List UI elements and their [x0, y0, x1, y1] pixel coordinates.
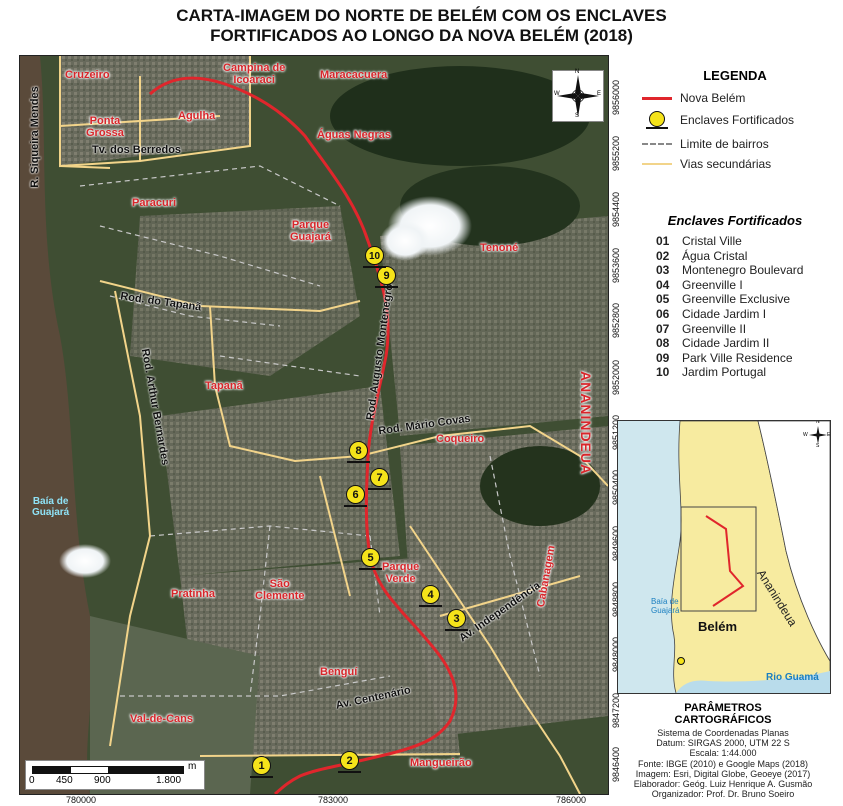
scale-tick-900: 900 [94, 775, 111, 786]
inset-label-rio-guama: Rio Guamá [766, 672, 819, 683]
label-bengui: Benguí [320, 666, 358, 678]
enclave-marker-4[interactable]: 4 [419, 585, 442, 607]
params-line: Escala: 1:44.000 [689, 748, 757, 759]
label-paracuri: Paracuri [132, 197, 177, 209]
y-tick: 9855200 [611, 136, 621, 172]
enclave-marker-3[interactable]: 3 [445, 609, 468, 631]
red-line-icon [640, 88, 674, 108]
inset-canvas [671, 421, 830, 693]
inset-map: Ananindeua Baía de Guajará Belém Rio Gua… [617, 420, 831, 694]
label-aguas-negras: Águas Negras [317, 129, 391, 141]
label-parque-guajara: Parque Guajará [290, 219, 331, 243]
map-title: CARTA-IMAGEM DO NORTE DE BELÉM COM OS EN… [0, 6, 843, 46]
enclave-marker-6[interactable]: 6 [344, 485, 367, 507]
legend-item-limite-bairros: Limite de bairros [640, 134, 769, 154]
legend-label: Enclaves Fortificados [680, 113, 795, 127]
legend-label: Vias secundárias [680, 157, 772, 171]
x-tick: 786000 [556, 795, 587, 805]
legend-item-vias: Vias secundárias [640, 154, 771, 174]
enclave-marker-9[interactable]: 9 [375, 266, 398, 288]
dashed-line-icon [640, 134, 674, 154]
legend-title: LEGENDA [703, 68, 767, 83]
label-cruzeiro: Cruzeiro [65, 69, 110, 81]
label-parque-verde: Parque Verde [382, 561, 420, 585]
label-val-de-cans: Val-de-Cans [130, 713, 193, 725]
yellow-line-icon [640, 154, 674, 174]
compass-n: N [575, 69, 580, 75]
enclave-marker-5[interactable]: 5 [359, 548, 382, 570]
params-block: Sistema de Coordenadas Planas Datum: SIR… [617, 728, 829, 799]
label-agulha: Agulha [178, 110, 216, 122]
y-tick: 9852800 [611, 303, 621, 339]
enclave-marker-10[interactable]: 10 [363, 246, 386, 268]
params-title: PARÂMETROS CARTOGRÁFICOS [674, 702, 772, 726]
x-tick: 780000 [66, 795, 97, 805]
enclaves-title: Enclaves Fortificados [667, 213, 803, 228]
map-title-line2: FORTIFICADOS AO LONGO DA NOVA BELÉM (201… [210, 26, 633, 45]
inset-label-baia: Baía de Guajará [651, 597, 680, 615]
legend-item-enclaves: Enclaves Fortificados [640, 110, 794, 130]
legend-label: Nova Belém [680, 91, 746, 105]
label-maracacuera: Maracacuera [320, 69, 388, 81]
params-line: Fonte: IBGE (2010) e Google Maps (2018) [637, 758, 809, 769]
label-coqueiro: Coqueiro [436, 433, 485, 445]
road-siqueira-mendes: R. Siqueira Mendes [29, 86, 41, 188]
scale-bar: m 0 450 900 1.800 [25, 760, 205, 790]
enclave-marker-8[interactable]: 8 [347, 441, 370, 463]
label-mangueirao: Mangueirão [410, 757, 472, 769]
inset-compass-icon: N S W E [803, 420, 831, 449]
compass-s: S [575, 113, 580, 119]
label-tenone: Tenoné [480, 242, 519, 254]
compass-e: E [597, 91, 602, 97]
yellow-circle-icon [640, 110, 674, 130]
y-tick: 9854400 [611, 192, 621, 228]
x-tick: 783000 [318, 795, 349, 805]
scale-tick-450: 450 [56, 775, 73, 786]
y-tick: 9853600 [611, 248, 621, 284]
enclave-marker-1[interactable]: 1 [250, 756, 273, 778]
label-pratinha: Pratinha [171, 588, 216, 600]
label-sao-clemente: São Clemente [255, 578, 305, 602]
params-line: Datum: SIRGAS 2000, UTM 22 S [656, 738, 790, 749]
enclave-marker-2[interactable]: 2 [338, 751, 361, 773]
enclave-marker-7[interactable]: 7 [368, 468, 391, 490]
label-baia-guajara: Baía de Guajará [32, 496, 70, 518]
label-ponta-grossa: Ponta Grossa [86, 115, 124, 139]
label-tapana: Tapanã [205, 380, 243, 392]
scale-unit: m [188, 761, 197, 772]
satellite-map[interactable]: Cruzeiro Campina de Icoaraci Maracacuera… [19, 55, 609, 795]
legend-item-nova-belem: Nova Belém [640, 88, 745, 108]
scale-tick-0: 0 [29, 775, 35, 786]
legend-label: Limite de bairros [680, 137, 769, 151]
road-berredos: Tv. dos Berredos [92, 144, 182, 156]
map-canvas [20, 56, 608, 794]
scale-tick-1800: 1.800 [156, 775, 182, 786]
params-line: Organizador: Prof. Dr. Bruno Soeiro [651, 789, 795, 800]
params-line: Elaborador: Geóg. Luiz Henrique A. Gusmã… [633, 779, 813, 790]
label-campina-icoaraci: Campina de Icoaraci [223, 62, 286, 86]
y-tick: 9852000 [611, 360, 621, 396]
params-line: Imagem: Esri, Digital Globe, Geoeye (201… [635, 768, 811, 779]
inset-label-belem: Belém [698, 619, 738, 634]
compass-w: W [554, 91, 560, 97]
params-line: Sistema de Coordenadas Planas [657, 728, 789, 738]
label-ananindeua: ANANINDEUA [578, 371, 594, 476]
map-title-line1: CARTA-IMAGEM DO NORTE DE BELÉM COM OS EN… [176, 6, 667, 25]
y-tick: 9856000 [611, 80, 621, 116]
compass-rose-icon: N S W E [552, 69, 604, 122]
